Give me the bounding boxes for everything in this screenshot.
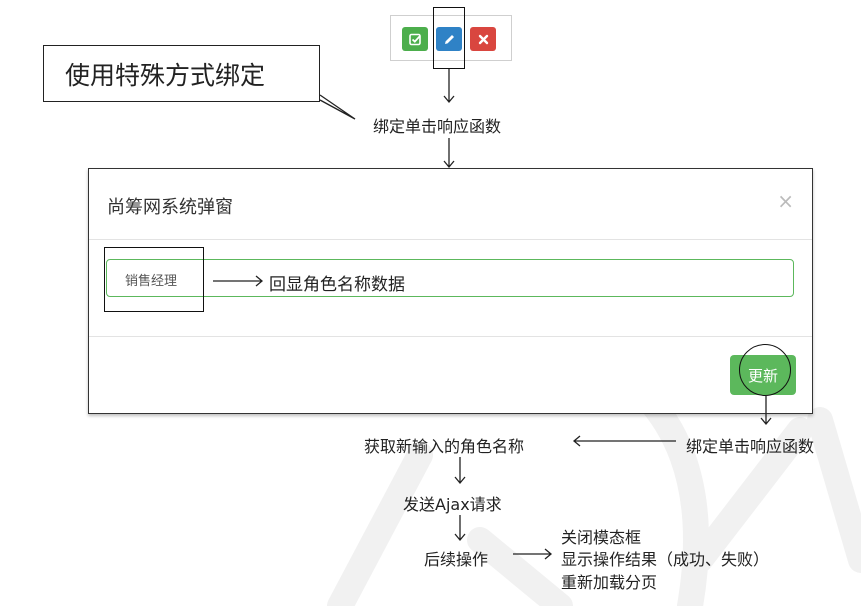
arrow-pencil-to-label	[443, 69, 455, 104]
callout-text: 使用特殊方式绑定	[65, 60, 266, 90]
get-input-label: 获取新输入的角色名称	[364, 437, 525, 456]
check-icon	[408, 33, 421, 45]
arrow-followup-to-results	[513, 548, 553, 560]
arrow-label-to-modal	[443, 138, 455, 169]
pencil-icon	[444, 34, 454, 44]
arrow-ajax-to-followup	[454, 515, 466, 542]
result-line-3: 重新加载分页	[561, 573, 658, 592]
input-value-highlight	[104, 247, 204, 312]
result-line-1: 关闭模态框	[561, 528, 642, 547]
assign-button[interactable]	[402, 27, 428, 51]
modal-header-divider	[89, 239, 812, 240]
role-name-value: 销售经理	[125, 274, 178, 289]
close-icon	[478, 34, 488, 44]
edit-button[interactable]	[436, 27, 462, 51]
callout-box: 使用特殊方式绑定	[43, 45, 320, 102]
arrow-bind-to-input	[572, 435, 676, 447]
bind-click-label-right: 绑定单击响应函数	[686, 437, 815, 456]
send-ajax-label: 发送Ajax请求	[403, 495, 502, 514]
callout-pointer	[319, 94, 356, 120]
modal-close-button[interactable]: ×	[777, 189, 794, 213]
arrow-input-to-ajax	[454, 457, 466, 485]
edit-button-highlight	[433, 7, 465, 69]
role-name-input[interactable]: 销售经理	[106, 259, 794, 297]
update-button-highlight	[739, 344, 791, 396]
followup-label: 后续操作	[424, 550, 489, 569]
modal-footer-divider	[89, 336, 812, 337]
echo-label: 回显角色名称数据	[269, 275, 405, 295]
result-line-2: 显示操作结果（成功、失败）	[561, 550, 770, 569]
row-action-toolbar	[390, 15, 512, 61]
bind-click-label-top: 绑定单击响应函数	[373, 117, 502, 136]
delete-button[interactable]	[470, 27, 496, 51]
modal-title: 尚筹网系统弹窗	[107, 197, 233, 218]
